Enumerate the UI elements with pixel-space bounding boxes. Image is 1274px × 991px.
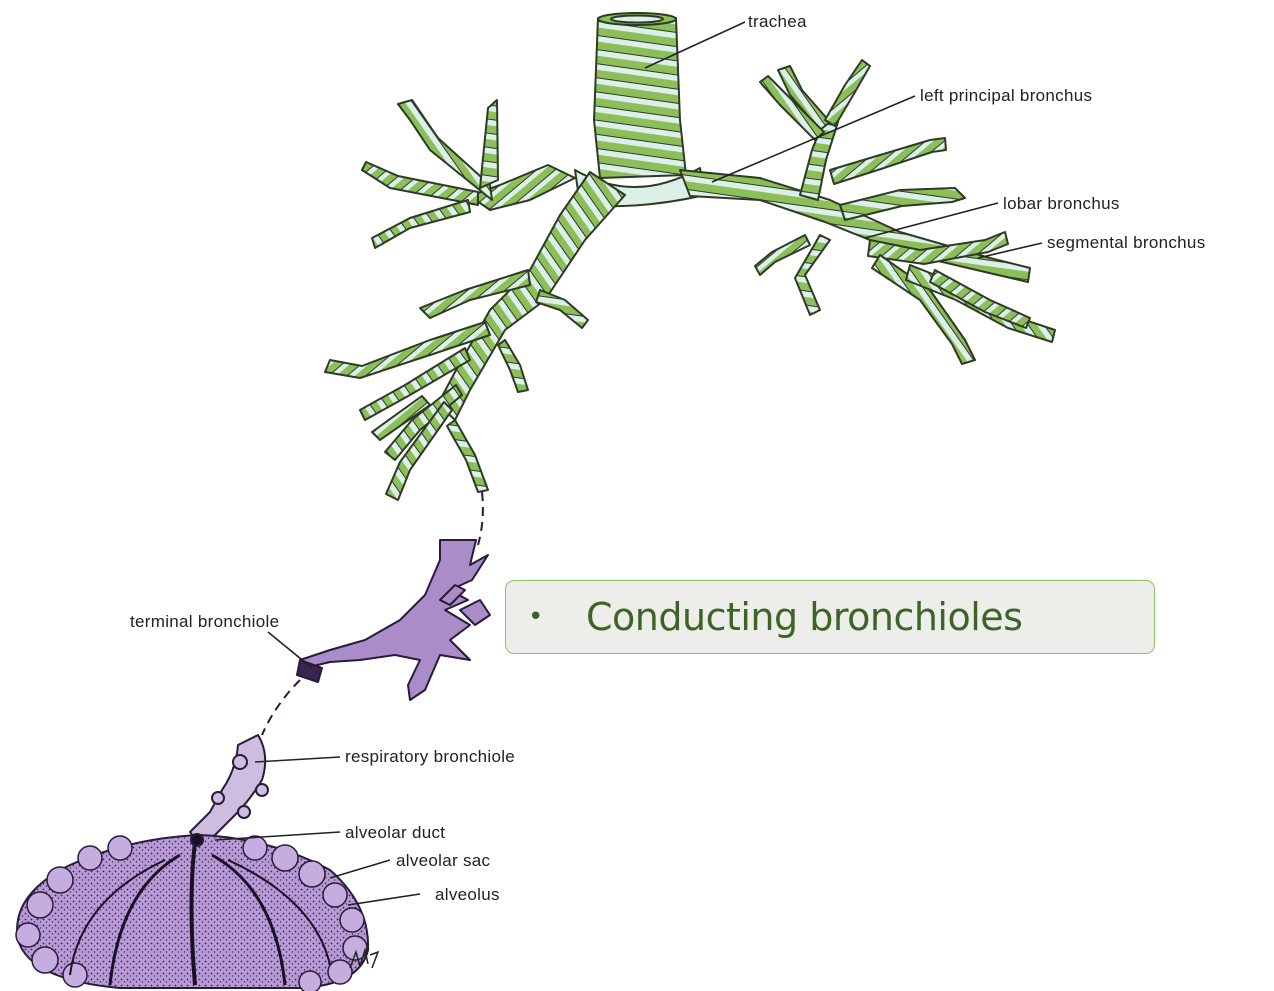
alveolar-sac-cluster	[16, 834, 368, 991]
label-alveolus: alveolus	[435, 885, 500, 904]
respiratory-bronchiole-body	[190, 735, 265, 842]
leader-alveolar-sac	[330, 860, 390, 878]
callout-text: Conducting bronchioles	[586, 595, 1022, 639]
respiratory-dashed-connector	[262, 680, 300, 735]
leader-respiratory-bronchiole	[255, 757, 340, 762]
leader-terminal-bronchiole	[268, 632, 312, 668]
conducting-bronchiole	[297, 492, 490, 700]
trachea-tube	[594, 18, 686, 178]
label-trachea: trachea	[748, 12, 807, 31]
bronchiole-body	[300, 540, 488, 700]
bullet-icon: •	[528, 602, 586, 632]
bronchiole-dashed-connector	[478, 492, 483, 545]
leader-alveolar-duct	[215, 832, 340, 840]
label-alveolar-duct: alveolar duct	[345, 823, 445, 842]
conducting-bronchioles-callout: • Conducting bronchioles	[505, 580, 1155, 654]
label-segmental-bronchus: segmental bronchus	[1047, 233, 1206, 252]
label-terminal-bronchiole: terminal bronchiole	[130, 612, 279, 631]
label-alveolar-sac: alveolar sac	[396, 851, 491, 870]
label-left-principal-bronchus: left principal bronchus	[920, 86, 1092, 105]
leader-alveolus	[348, 894, 420, 905]
label-lobar-bronchus: lobar bronchus	[1003, 194, 1120, 213]
label-respiratory-bronchiole: respiratory bronchiole	[345, 747, 515, 766]
left-main-bronchus	[680, 170, 1030, 282]
